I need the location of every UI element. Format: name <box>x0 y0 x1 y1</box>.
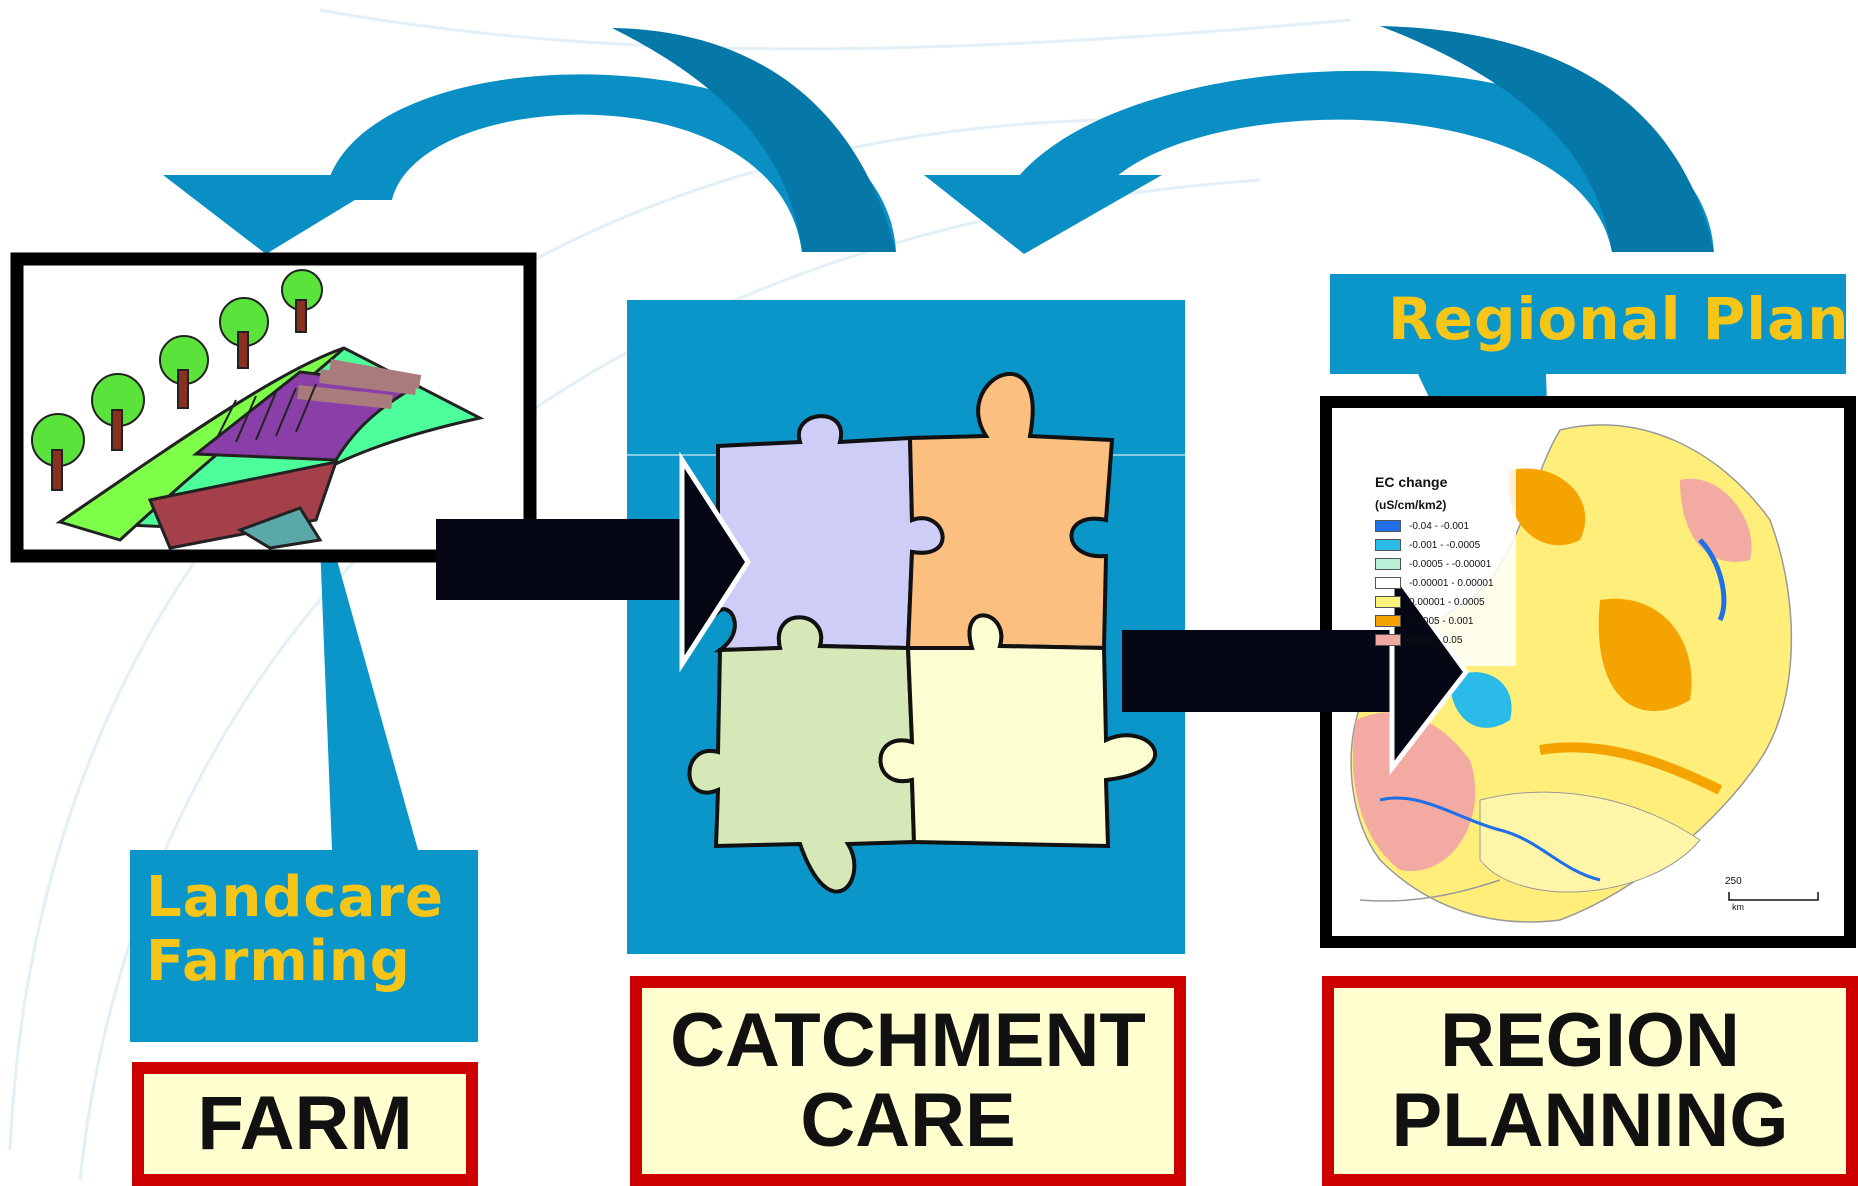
map-legend-item: -0.04 - -0.001 <box>1375 518 1469 534</box>
puzzle-piece-green <box>687 615 917 894</box>
region-planning-label: REGION PLANNING <box>1322 976 1858 1186</box>
map-legend-item: 0.001 - 0.05 <box>1375 632 1462 648</box>
map-scale-label: 250 <box>1725 876 1742 887</box>
legend-swatch <box>1375 596 1401 608</box>
farm-callout-text: Landcare Farming <box>146 865 445 995</box>
legend-swatch <box>1375 539 1401 551</box>
map-legend-item: 0.00001 - 0.0005 <box>1375 594 1485 610</box>
loop-arrow-right <box>924 26 1714 254</box>
farm-label-text: FARM <box>197 1081 413 1167</box>
legend-item-label: 0.00001 - 0.0005 <box>1409 596 1485 608</box>
farm-illustration <box>10 252 537 563</box>
legend-swatch <box>1375 558 1401 570</box>
map-legend-title: EC change <box>1375 474 1448 490</box>
map-legend-units: (uS/cm/km2) <box>1375 498 1447 512</box>
legend-item-label: -0.0005 - -0.00001 <box>1409 558 1492 570</box>
legend-swatch <box>1375 520 1401 532</box>
region-callout-text: Regional Plan <box>1388 285 1850 353</box>
map-scale-bar <box>1728 892 1819 901</box>
legend-item-label: -0.00001 - 0.00001 <box>1409 577 1494 589</box>
legend-item-label: -0.04 - -0.001 <box>1409 520 1470 532</box>
legend-item-label: 0.001 - 0.05 <box>1409 634 1463 646</box>
map-legend-item: -0.00001 - 0.00001 <box>1375 575 1494 591</box>
tree-icon <box>31 269 323 491</box>
loop-arrow-left <box>163 28 896 254</box>
legend-item-label: 0.0005 - 0.001 <box>1409 615 1474 627</box>
puzzle-piece-cream <box>878 613 1157 849</box>
catchment-puzzle-panel <box>627 300 1185 954</box>
catchment-label-line1: CATCHMENT <box>670 998 1146 1084</box>
map-legend-item: -0.0005 - -0.00001 <box>1375 556 1491 572</box>
legend-swatch <box>1375 615 1401 627</box>
puzzle-piece-orange <box>905 371 1115 651</box>
farm-callout-line1: Landcare <box>146 865 445 930</box>
map-legend-item: 0.0005 - 0.001 <box>1375 613 1474 629</box>
flow-arrow-farm-to-catchment <box>436 451 751 673</box>
map-legend-item: -0.001 - -0.0005 <box>1375 537 1480 553</box>
flow-arrow-catchment-to-region <box>1122 562 1470 776</box>
map-scale-unit: km <box>1732 902 1744 912</box>
farm-callout-box <box>130 492 478 1042</box>
catchment-care-label: CATCHMENT CARE <box>630 976 1186 1186</box>
legend-swatch <box>1375 634 1401 646</box>
catchment-label-line2: CARE <box>800 1078 1016 1163</box>
region-label-line2: PLANNING <box>1391 1078 1789 1163</box>
farm-callout-line2: Farming <box>146 929 411 995</box>
legend-item-label: -0.001 - -0.0005 <box>1409 539 1481 551</box>
region-label-line1: REGION <box>1440 998 1740 1084</box>
legend-swatch <box>1375 577 1401 589</box>
farm-label: FARM <box>132 1062 478 1186</box>
